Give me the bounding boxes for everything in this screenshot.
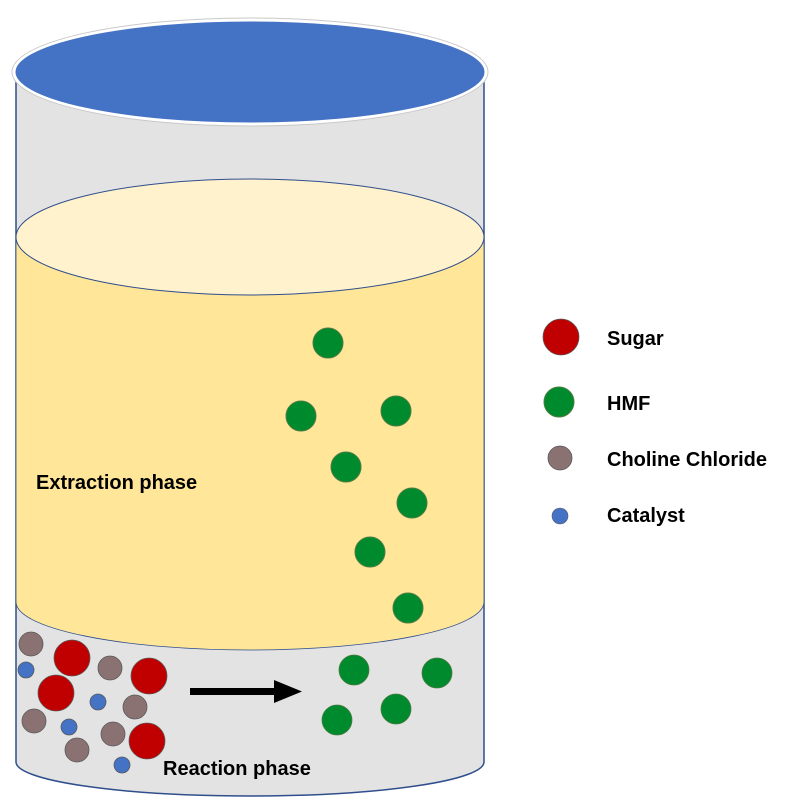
- extraction-surface: [15, 178, 485, 296]
- choline-chloride-particle: [97, 655, 123, 681]
- hmf-particle: [321, 704, 353, 736]
- reaction-phase-label: Reaction phase: [163, 758, 311, 780]
- extraction-hmf-particles: [285, 327, 428, 624]
- arrow-shaft: [190, 688, 276, 695]
- hmf-particle: [380, 693, 412, 725]
- hmf-particle: [285, 400, 317, 432]
- choline-chloride-particle: [122, 694, 148, 720]
- sugar-particle: [53, 639, 91, 677]
- legend-sugar-label: Sugar: [607, 328, 664, 350]
- extraction-phase-region: [15, 178, 485, 651]
- hmf-particle: [338, 654, 370, 686]
- hmf-particle: [312, 327, 344, 359]
- choline-chloride-particle: [21, 708, 47, 734]
- choline-chloride-particle: [100, 721, 126, 747]
- legend-choline-chloride-label: Choline Chloride: [607, 449, 767, 471]
- choline-chloride-particle: [18, 631, 44, 657]
- legend-hmf-swatch: [543, 386, 575, 418]
- vessel-lid: [12, 18, 488, 126]
- sugar-particle: [128, 722, 166, 760]
- hmf-particle: [330, 451, 362, 483]
- hmf-particle: [421, 657, 453, 689]
- arrow-head: [274, 680, 302, 703]
- catalyst-particle: [17, 661, 35, 679]
- conversion-arrow: [190, 680, 302, 703]
- choline-chloride-particle: [64, 737, 90, 763]
- legend-hmf-label: HMF: [607, 393, 650, 415]
- hmf-particle: [354, 536, 386, 568]
- hmf-particle: [380, 395, 412, 427]
- legend-choline-chloride-swatch: [547, 445, 573, 471]
- extraction-liquid: [15, 236, 485, 651]
- vessel-lid-outline: [11, 17, 489, 127]
- sugar-particle: [37, 674, 75, 712]
- catalyst-particle: [113, 756, 131, 774]
- sugar-particle: [130, 657, 168, 695]
- hmf-particle: [396, 487, 428, 519]
- extraction-phase-label: Extraction phase: [36, 472, 197, 494]
- legend-catalyst-swatch: [551, 507, 569, 525]
- legend-catalyst-label: Catalyst: [607, 505, 685, 527]
- catalyst-particle: [89, 693, 107, 711]
- legend: Sugar HMF Choline Chloride Catalyst: [542, 318, 767, 527]
- reaction-phase-particles: [17, 631, 453, 774]
- legend-sugar-swatch: [542, 318, 580, 356]
- hmf-particle: [392, 592, 424, 624]
- catalyst-particle: [60, 718, 78, 736]
